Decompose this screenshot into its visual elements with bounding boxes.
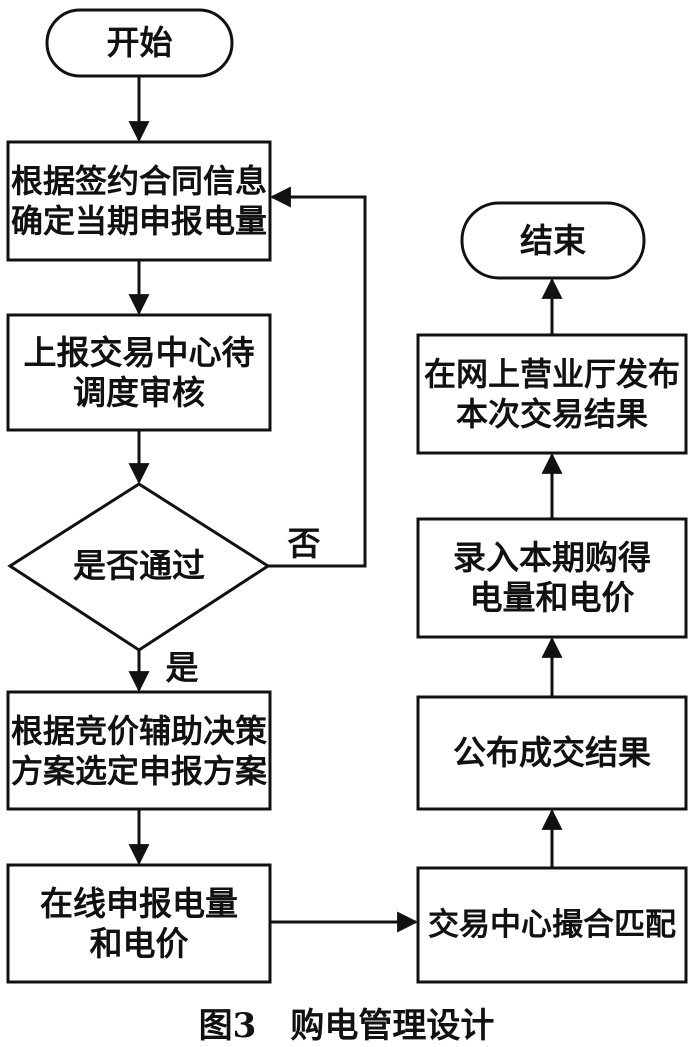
figure-caption: 图3 购电管理设计 (198, 1006, 495, 1046)
arrow-no-loop (268, 186, 367, 568)
end-label: 结束 (520, 220, 586, 260)
record-label: 录入本期购得 电量和电价 (453, 538, 651, 617)
release-label: 在网上营业厅发布 本次交易结果 (423, 355, 680, 433)
box-release (416, 333, 688, 455)
publish-result-label: 公布成交结果 (453, 733, 651, 772)
yes-label: 是 (165, 648, 199, 687)
sign-contract-label: 根据签约合同信息 确定当期申报电量 (10, 162, 267, 240)
select-plan-label: 根据竞价辅助决策 方案选定申报方案 (10, 711, 267, 790)
submit-center-label: 上报交易中心待 调度审核 (23, 332, 255, 412)
online-declare-label: 在线申报电量 和电价 (40, 883, 238, 963)
match-label: 交易中心撮合匹配 (428, 907, 676, 943)
box-match (416, 866, 688, 984)
decision-label: 是否通过 (73, 546, 205, 585)
start-label: 开始 (106, 23, 173, 62)
box-sign-contract (6, 140, 272, 262)
no-label: 否 (287, 524, 321, 563)
